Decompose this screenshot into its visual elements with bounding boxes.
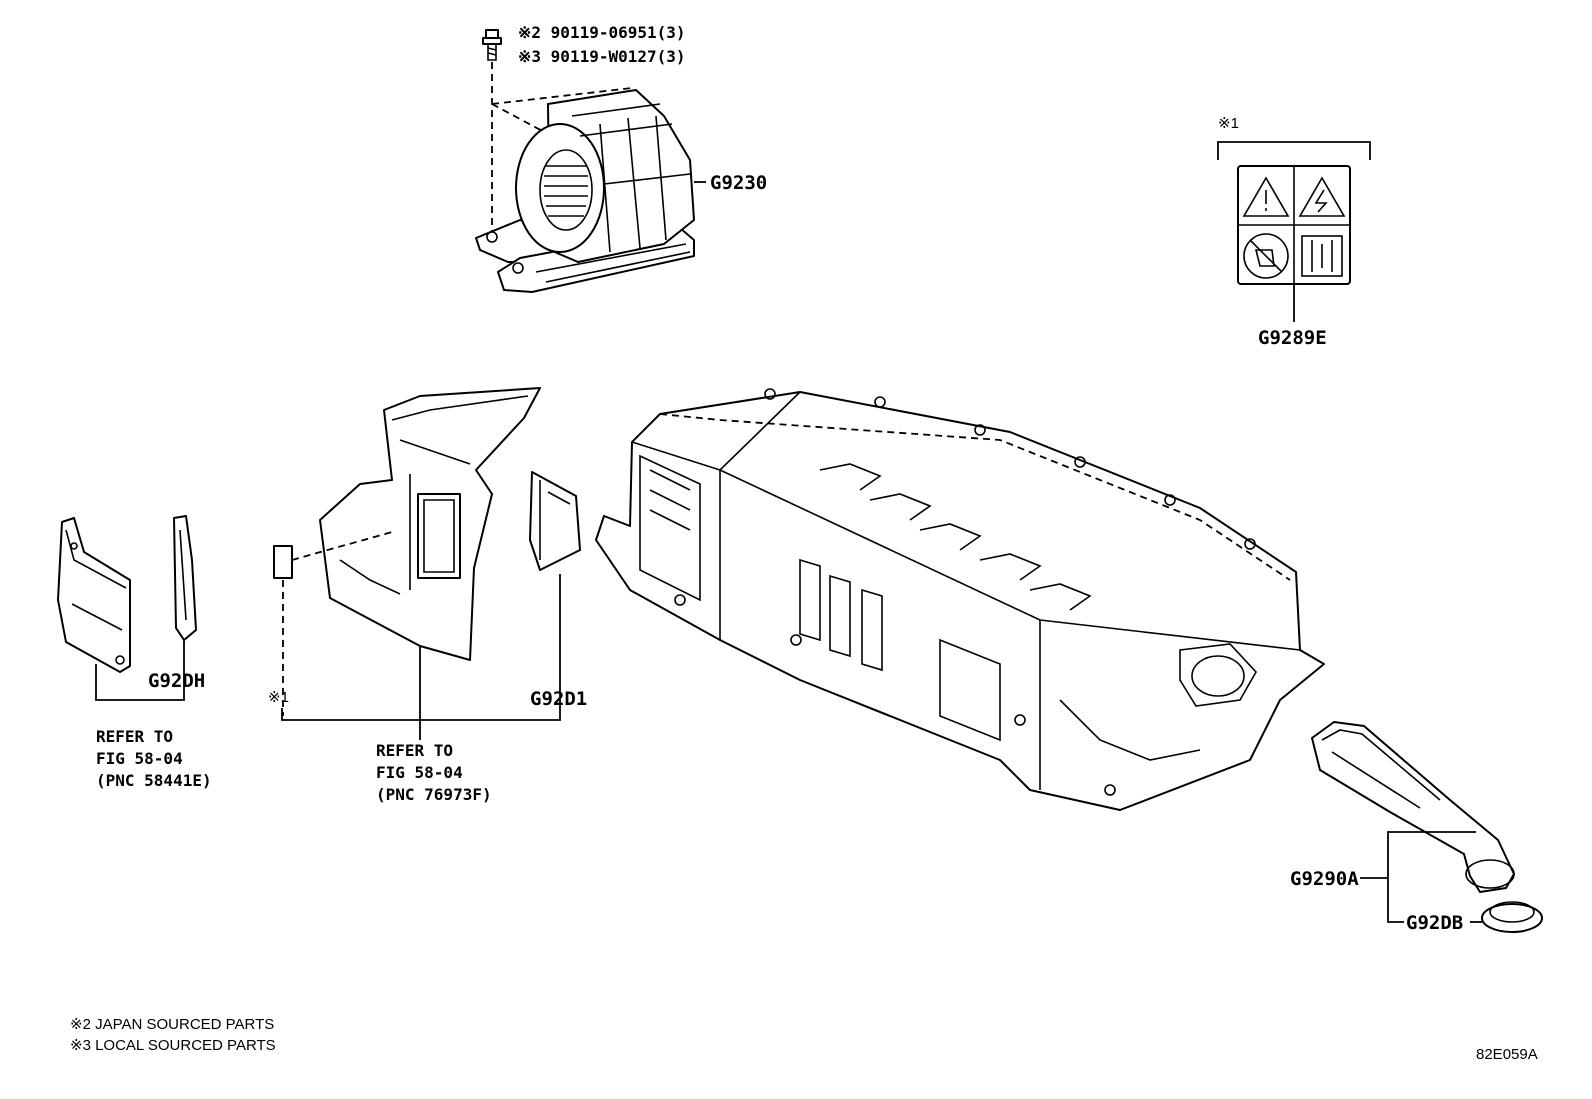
blower-callout: G9230: [710, 172, 767, 194]
hv-battery-assembly[interactable]: [595, 388, 1325, 811]
battery-service-icon: [1301, 235, 1343, 277]
label-mark: ※1: [1218, 115, 1239, 132]
duct-cover-right[interactable]: [529, 471, 581, 571]
battery-cover-left[interactable]: [57, 517, 131, 673]
cover-left-callout: G92DH: [148, 670, 205, 692]
duct-cap[interactable]: [1481, 901, 1543, 933]
bolt-local-callout: ※3 90119-W0127(3): [518, 47, 686, 66]
cover-mark: ※1: [268, 689, 289, 706]
refer-left-line1: REFER TO: [96, 727, 173, 746]
battery-cover-side[interactable]: [173, 515, 197, 641]
note-japan-sourced: ※2 JAPAN SOURCED PARTS: [70, 1016, 274, 1033]
refer-left-line2: FIG 58-04: [96, 749, 183, 768]
refer-center-line3: (PNC 76973F): [376, 785, 492, 804]
refer-center-line1: REFER TO: [376, 741, 453, 760]
blower-fan-assembly[interactable]: [475, 89, 695, 293]
intake-duct-callout: G9290A: [1290, 868, 1359, 890]
refer-left-line3: (PNC 58441E): [96, 771, 212, 790]
bolt[interactable]: [482, 29, 502, 61]
intake-duct[interactable]: [1311, 721, 1515, 893]
note-local-sourced: ※3 LOCAL SOURCED PARTS: [70, 1037, 276, 1054]
warning-triangle-icon: [1242, 176, 1290, 217]
no-disassembly-icon: [1243, 233, 1289, 279]
duct-cover-panel[interactable]: [319, 387, 541, 661]
refer-center-line2: FIG 58-04: [376, 763, 463, 782]
figure-id: 82E059A: [1476, 1046, 1538, 1063]
small-sticker[interactable]: [273, 545, 293, 579]
duct-cover-callout: G92D1: [530, 688, 587, 710]
duct-cap-callout: G92DB: [1406, 912, 1463, 934]
bolt-japan-callout: ※2 90119-06951(3): [518, 23, 686, 42]
label-callout: G9289E: [1258, 327, 1327, 349]
high-voltage-icon: [1298, 176, 1346, 217]
caution-label[interactable]: [1237, 165, 1351, 285]
